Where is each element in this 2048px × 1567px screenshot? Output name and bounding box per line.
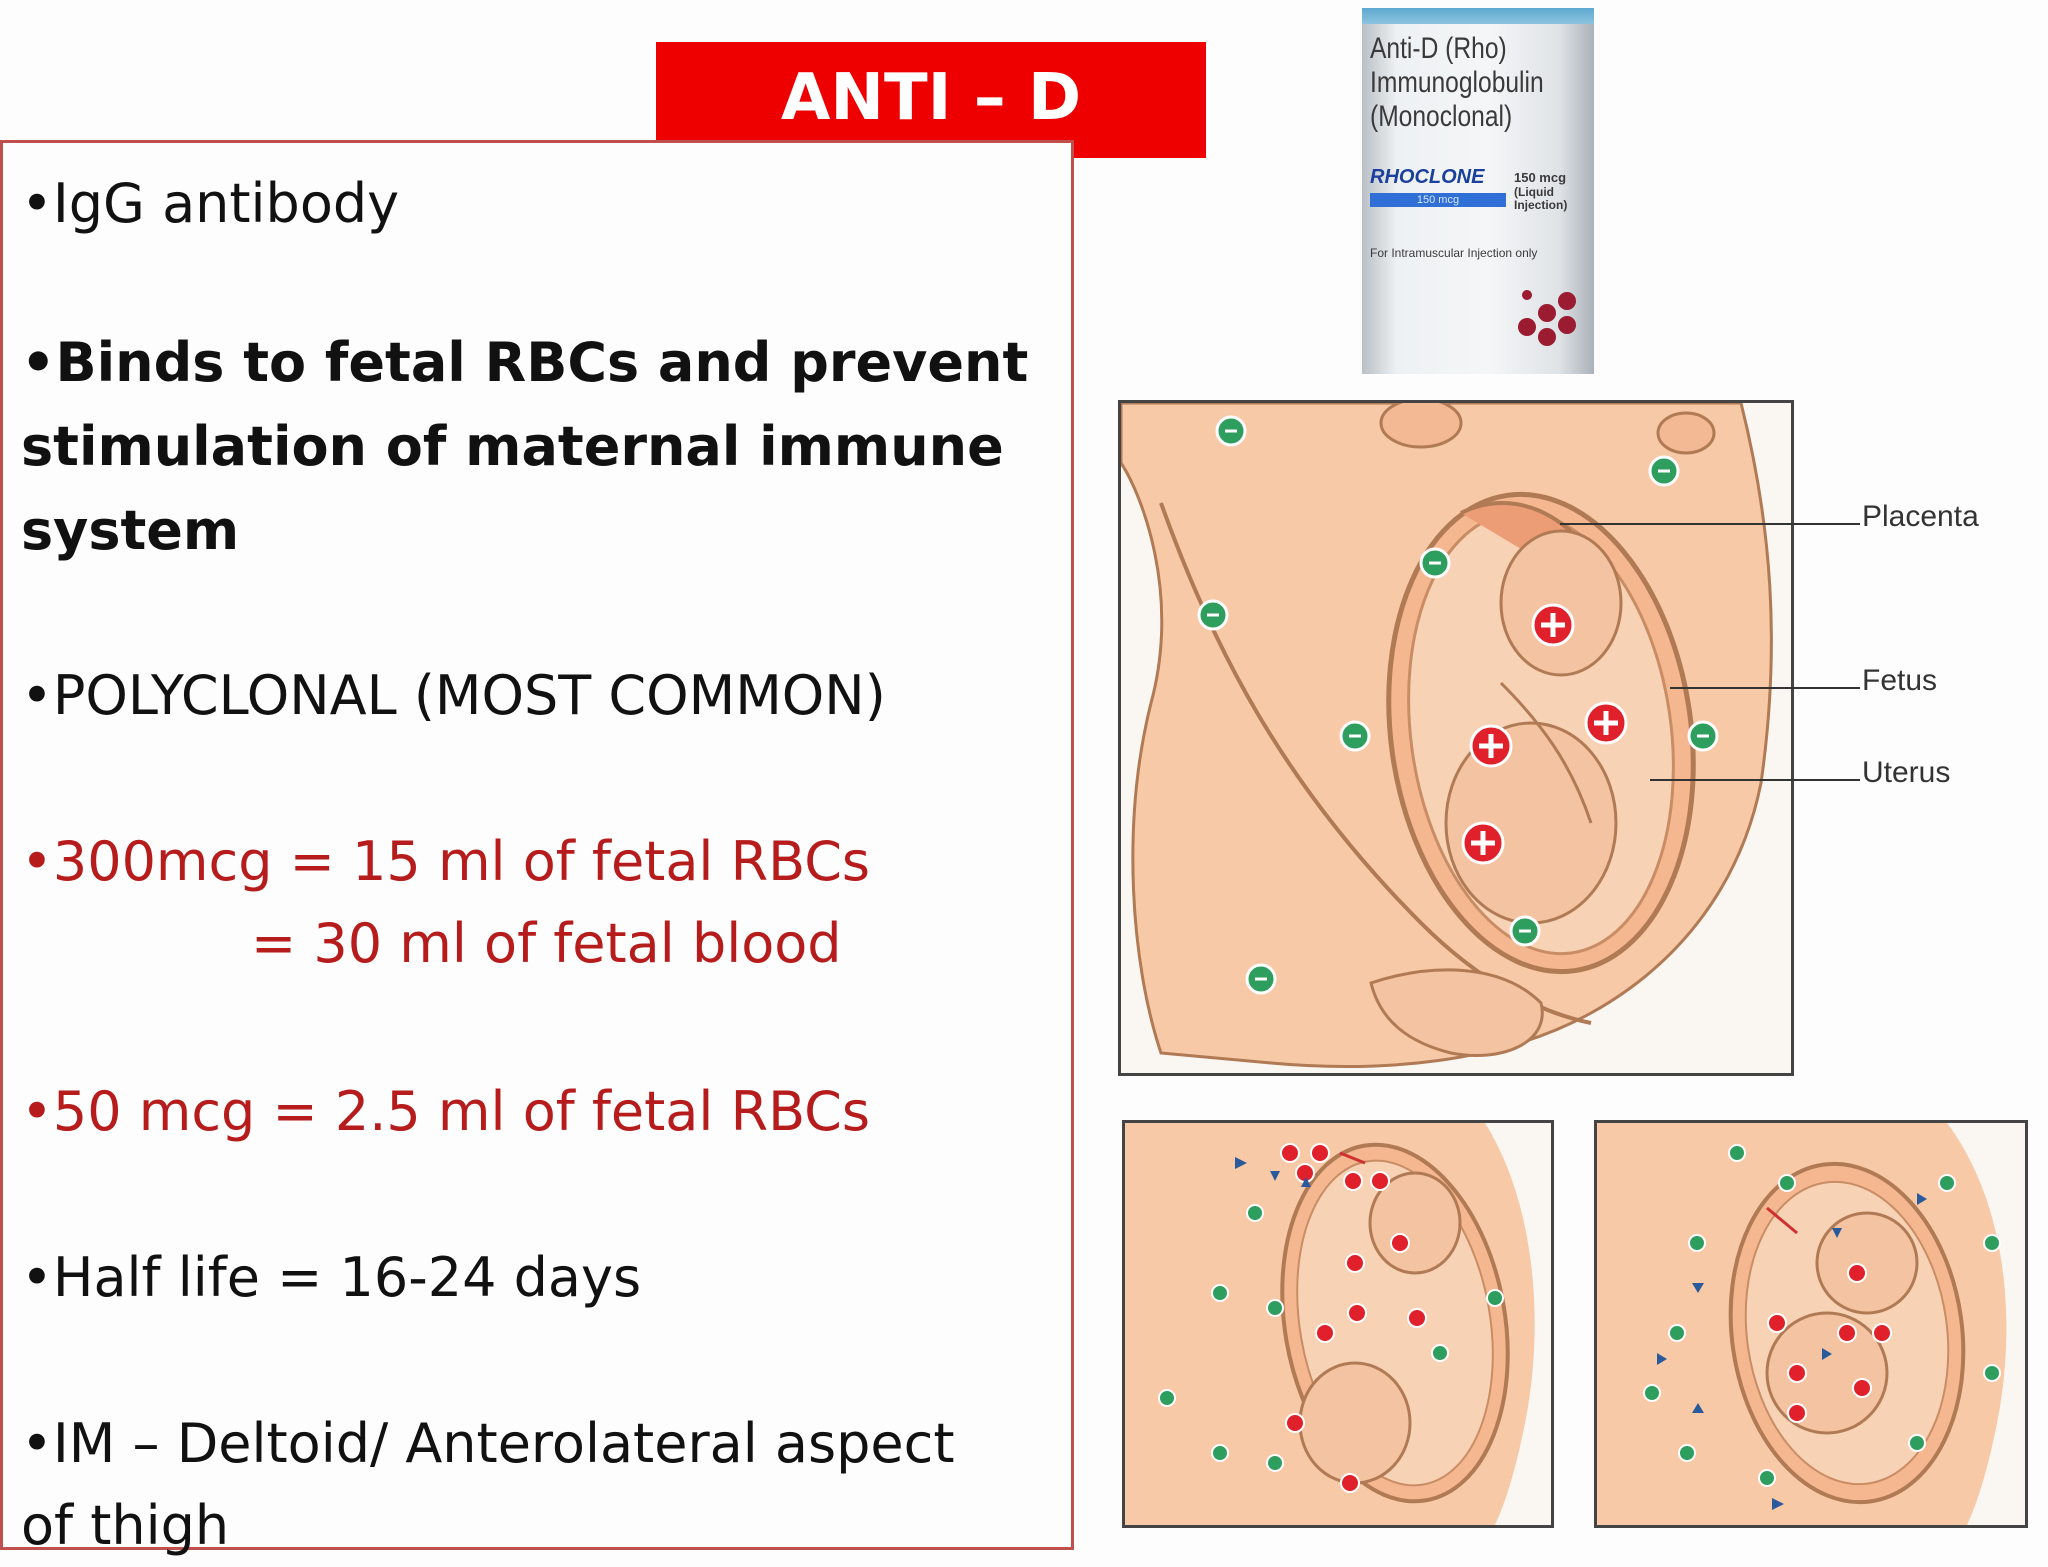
bullet-line: •Binds to fetal RBCs and prevent (21, 331, 1029, 394)
vial-route: For Intramuscular Injection only (1370, 246, 1538, 260)
bullet-polyclonal: •POLYCLONAL (MOST COMMON) (21, 664, 886, 727)
vial-product-name: Anti-D (Rho) Immunoglobulin (Monoclonal) (1370, 32, 1544, 134)
vial-dose: 150 mcg (1514, 170, 1567, 185)
pregnancy-diagram-antibody-protection (1594, 1120, 2028, 1528)
bullet-300mcg: •300mcg = 15 ml of fetal RBCs = 30 ml of… (21, 821, 870, 985)
diagram-leader-lines (1560, 523, 1860, 781)
protection-illustration (1597, 1123, 2007, 1525)
bullet-line: = 30 ml of fetal blood (251, 912, 842, 975)
bullet-line: •300mcg = 15 ml of fetal RBCs (21, 830, 871, 893)
pregnancy-diagram-main (1118, 400, 1794, 1076)
vial-cap (1362, 8, 1594, 24)
bullet-binds-fetal-rbcs: •Binds to fetal RBCs and prevent stimula… (21, 321, 1028, 573)
vial-dose-band: 150 mcg (1370, 193, 1506, 207)
slide-title: ANTI – D (780, 61, 1082, 135)
bullet-half-life: •Half life = 16-24 days (21, 1246, 642, 1309)
vial-brand: RHOCLONE (1370, 166, 1485, 188)
vial-name-line: Immunoglobulin (1370, 66, 1544, 99)
bullet-text-box: •IgG antibody •Binds to fetal RBCs and p… (0, 140, 1074, 1557)
pregnancy-diagram-sensitization (1122, 1120, 1554, 1528)
vial-name-line: (Monoclonal) (1370, 100, 1513, 133)
bullet-line: stimulation of maternal immune (21, 415, 1004, 478)
sensitization-illustration (1125, 1123, 1535, 1525)
label-fetus: Fetus (1862, 664, 1938, 697)
pregnancy-illustration (1121, 403, 1773, 1068)
bullet-igg: •IgG antibody (21, 172, 400, 235)
bullet-line: of thigh (21, 1494, 230, 1557)
anti-d-vial-photo: Anti-D (Rho) Immunoglobulin (Monoclonal)… (1362, 8, 1594, 374)
vial-name-line: Anti-D (Rho) (1370, 32, 1507, 65)
bullet-im-route: •IM – Deltoid/ Anterolateral aspect of t… (21, 1403, 955, 1567)
vial-form: (Liquid Injection) (1514, 185, 1568, 212)
label-placenta: Placenta (1862, 500, 1979, 533)
slide-title-banner: ANTI – D (656, 42, 1206, 158)
label-uterus: Uterus (1862, 756, 1951, 789)
bullet-line: •IM – Deltoid/ Anterolateral aspect (21, 1412, 955, 1475)
bullet-50mcg: •50 mcg = 2.5 ml of fetal RBCs (21, 1080, 871, 1143)
bullet-line: system (21, 499, 240, 562)
